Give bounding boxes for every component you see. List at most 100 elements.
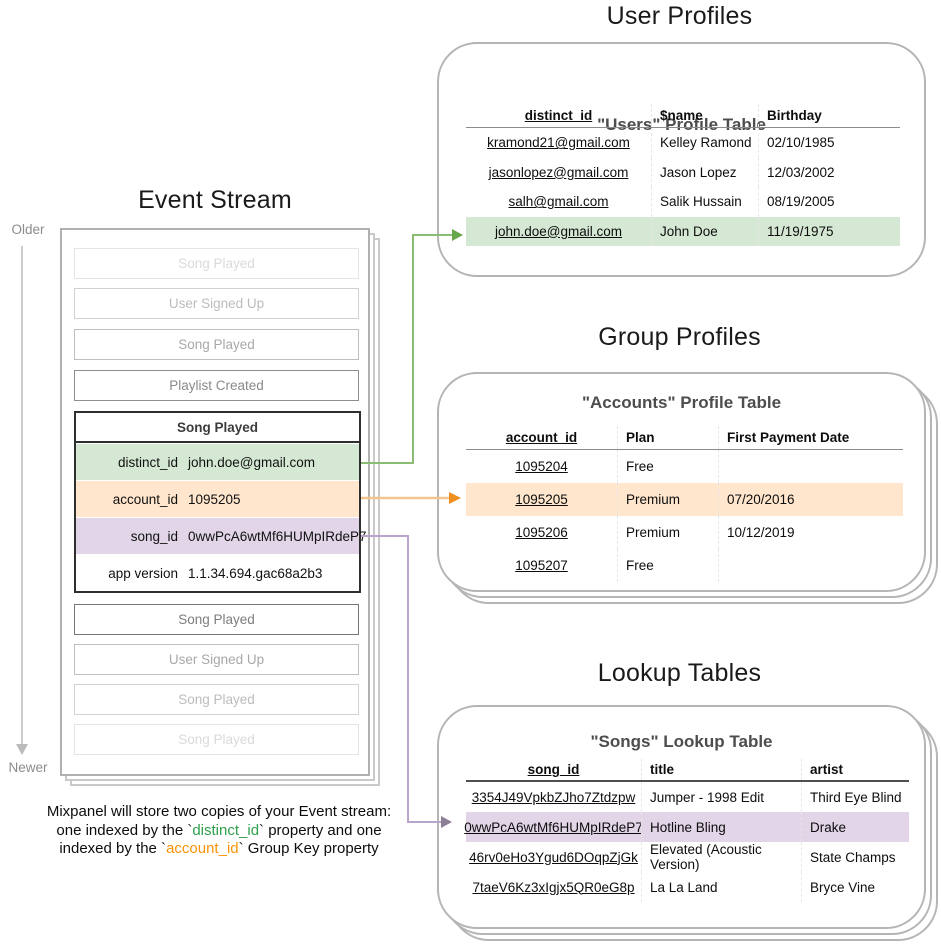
property-value: john.doe@gmail.com [188, 454, 316, 470]
accounts-table-title: "Accounts" Profile Table [581, 393, 782, 412]
cell-name: Jason Lopez [651, 157, 758, 187]
caption: Mixpanel will store two copies of your E… [30, 803, 408, 859]
column-header: First Payment Date [718, 426, 903, 449]
timeline-arrow [16, 246, 28, 755]
caption-text: Mixpanel will store two copies of your E… [46, 803, 392, 820]
event-label: Song Played [178, 692, 255, 707]
cell-plan: Premium [617, 516, 718, 549]
table-row: 1095206 Premium 10/12/2019 [466, 516, 903, 549]
cell-artist: Third Eye Blind [801, 782, 909, 812]
cell-distinct-id: salh@gmail.com [508, 194, 609, 210]
event-item: Song Played [74, 248, 359, 279]
event-item: Playlist Created [74, 370, 359, 401]
property-value: 1.1.34.694.gac68a2b3 [188, 565, 323, 581]
caption-line-2: one indexed by the `distinct_id` propert… [30, 822, 408, 841]
cell-artist: Drake [801, 812, 909, 842]
expanded-event-title: Song Played [76, 413, 359, 443]
event-label: Song Played [178, 732, 255, 747]
cell-birthday: 08/19/2005 [758, 187, 900, 217]
accounts-table-header: account_id Plan First Payment Date [466, 426, 903, 450]
cell-song-id: 0wwPcA6wtMf6HUMpIRdeP7 [464, 812, 643, 842]
cell-plan: Free [617, 549, 718, 582]
expanded-event-card: Song Played distinct_id john.doe@gmail.c… [74, 411, 367, 593]
cell-account-id: 1095204 [515, 459, 568, 474]
cell-first-payment: 07/20/2016 [718, 483, 903, 516]
cell-first-payment [718, 450, 903, 483]
accounts-table: account_id Plan First Payment Date 10952… [466, 426, 903, 582]
cell-artist: Bryce Vine [801, 872, 909, 902]
column-header: distinct_id [524, 108, 593, 123]
event-label: Song Played [178, 337, 255, 352]
lookup-tables-title: Lookup Tables [597, 659, 762, 687]
table-row: salh@gmail.com Salik Hussain 08/19/2005 [466, 187, 900, 217]
cell-song-id: 3354J49VpkbZJho7Ztdzpw [471, 789, 636, 805]
event-label: Playlist Created [169, 378, 264, 393]
cell-title: Elevated (Acoustic Version) [641, 842, 801, 872]
column-header: artist [801, 759, 909, 780]
column-header: account_id [505, 430, 578, 445]
cell-birthday: 11/19/1975 [758, 216, 900, 246]
newer-label: Newer [8, 760, 48, 775]
table-row: 1095207 Free [466, 549, 903, 582]
cell-first-payment: 10/12/2019 [718, 516, 903, 549]
songs-table-header: song_id title artist [466, 759, 909, 782]
caption-text: indexed by the ` [59, 840, 167, 857]
cell-account-id: 1095205 [466, 483, 617, 516]
caption-line-1: Mixpanel will store two copies of your E… [30, 803, 408, 822]
event-stream-title: Event Stream [138, 186, 292, 214]
property-key: distinct_id [117, 454, 178, 470]
songs-lookup-card: "Songs" Lookup Table song_id title artis… [437, 705, 926, 929]
cell-birthday: 12/03/2002 [758, 157, 900, 187]
cell-name: John Doe [651, 216, 758, 246]
column-header: $name [651, 104, 758, 127]
caption-text: ` Group Key property [238, 840, 379, 857]
event-property-account-id: account_id 1095205 [76, 480, 359, 517]
cell-title: Jumper - 1998 Edit [641, 782, 801, 812]
cell-title: La La Land [641, 872, 801, 902]
table-row: 3354J49VpkbZJho7Ztdzpw Jumper - 1998 Edi… [466, 782, 909, 812]
cell-account-id: 1095206 [515, 525, 568, 540]
users-table: distinct_id $name Birthday kramond21@gma… [466, 104, 900, 246]
caption-account-id: account_id [166, 840, 239, 857]
event-item: Song Played [74, 724, 359, 755]
table-row: 7taeV6Kz3xIgjx5QR0eG8p La La Land Bryce … [466, 872, 909, 902]
event-label: Song Played [178, 256, 255, 271]
cell-title: Hotline Bling [641, 812, 801, 842]
cell-distinct-id: jasonlopez@gmail.com [488, 164, 629, 180]
table-row: 46rv0eHo3Ygud6DOqpZjGk Elevated (Acousti… [466, 842, 909, 872]
table-row: jasonlopez@gmail.com Jason Lopez 12/03/2… [466, 157, 900, 187]
event-property-app-version: app version 1.1.34.694.gac68a2b3 [76, 554, 359, 591]
property-value: 0wwPcA6wtMf6HUMpIRdeP7 [188, 528, 367, 544]
users-table-header: distinct_id $name Birthday [466, 104, 900, 128]
event-item: Song Played [74, 684, 359, 715]
group-profiles-title: Group Profiles [598, 323, 761, 351]
cell-song-id: 7taeV6Kz3xIgjx5QR0eG8p [472, 879, 635, 895]
event-item: Song Played [74, 604, 359, 635]
table-row: 1095204 Free [466, 450, 903, 483]
user-profiles-title: User Profiles [606, 2, 753, 30]
event-label: User Signed Up [168, 652, 265, 667]
table-row-highlighted: 0wwPcA6wtMf6HUMpIRdeP7 Hotline Bling Dra… [464, 812, 909, 842]
caption-distinct-id: distinct_id [192, 821, 260, 839]
cell-name: Salik Hussain [651, 187, 758, 217]
event-item: Song Played [74, 329, 359, 360]
users-profile-card: "Users" Profile Table distinct_id $name … [437, 42, 926, 277]
event-property-distinct-id: distinct_id john.doe@gmail.com [76, 443, 359, 480]
caption-line-3: indexed by the `account_id` Group Key pr… [30, 840, 408, 859]
cell-account-id: 1095207 [515, 558, 568, 573]
cell-song-id: 46rv0eHo3Ygud6DOqpZjGk [469, 849, 638, 865]
caption-text: ` property and one [259, 821, 382, 839]
cell-name: Kelley Ramond [651, 128, 758, 158]
songs-table-title: "Songs" Lookup Table [590, 732, 773, 751]
table-row-highlighted: 1095205 Premium 07/20/2016 [466, 483, 903, 516]
cell-plan: Premium [617, 483, 718, 516]
cell-distinct-id: john.doe@gmail.com [466, 216, 651, 246]
column-header: song_id [527, 762, 580, 777]
cell-artist: State Champs [801, 842, 909, 872]
property-key: app version [108, 565, 178, 581]
event-property-song-id: song_id 0wwPcA6wtMf6HUMpIRdeP7 [76, 517, 367, 554]
event-label: User Signed Up [168, 296, 265, 311]
column-header: title [641, 759, 801, 780]
cell-first-payment [718, 549, 903, 582]
